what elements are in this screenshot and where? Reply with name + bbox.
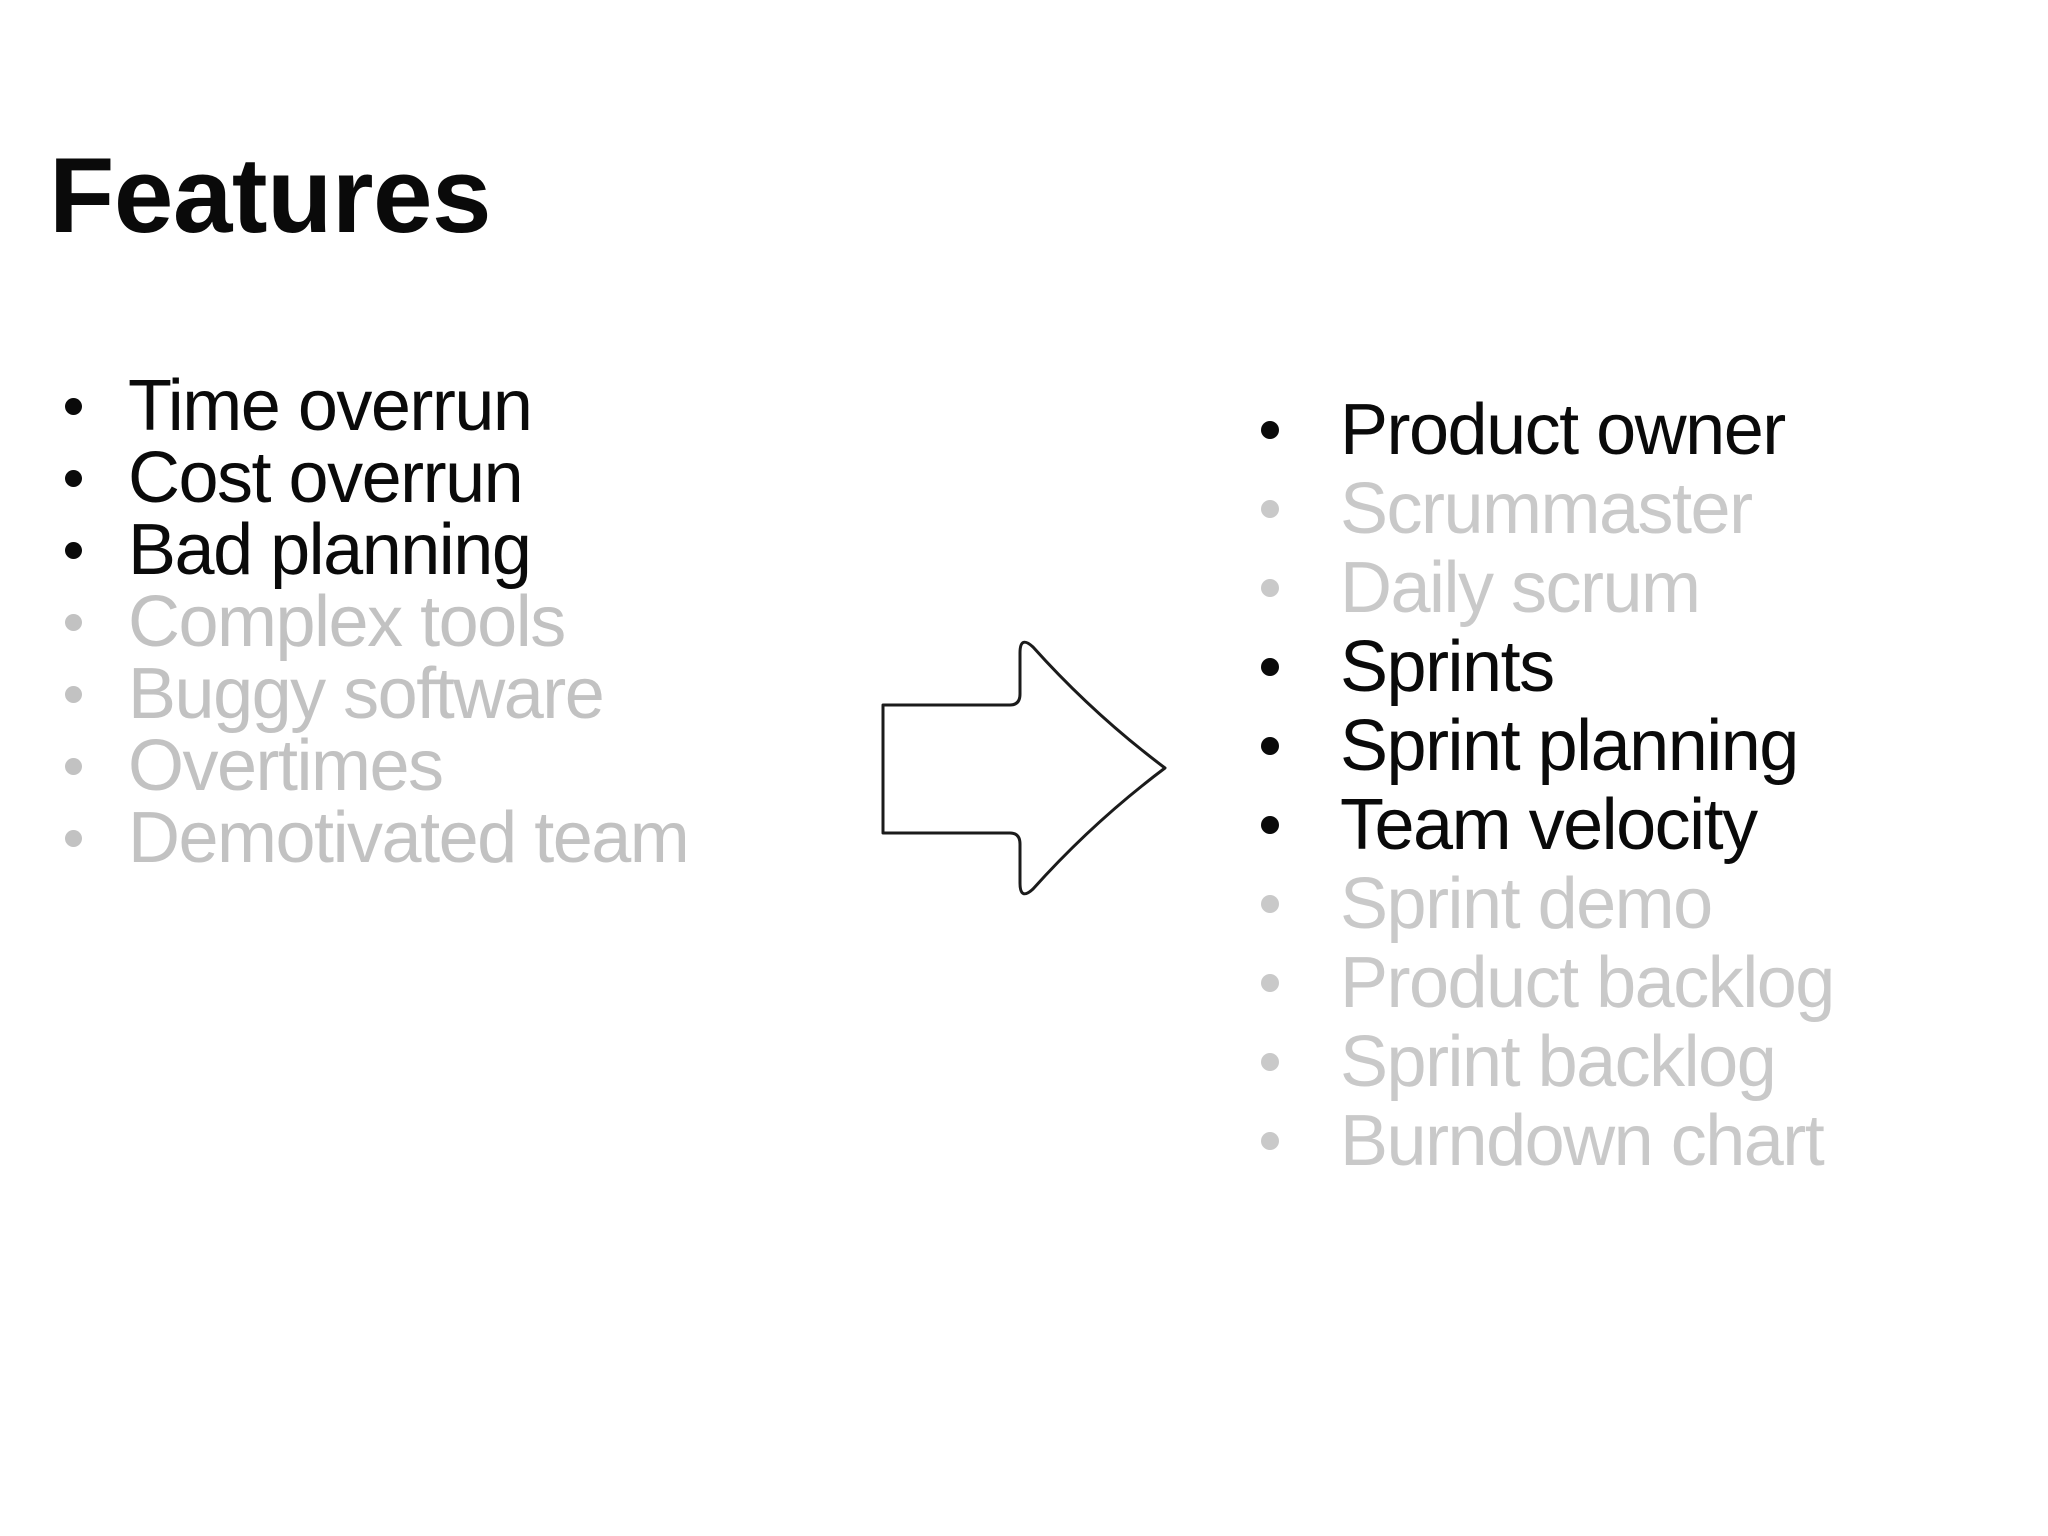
bullet-icon	[1261, 1052, 1279, 1071]
list-item-label: Sprint backlog	[1340, 1021, 1777, 1102]
list-item-label: Scrummaster	[1340, 468, 1753, 549]
list-item-label: Product backlog	[1340, 942, 1835, 1023]
list-item-label: Product owner	[1340, 389, 1786, 470]
bullet-icon	[65, 829, 82, 847]
list-item: Product owner	[0, 390, 2048, 469]
list-item-label: Sprints	[1340, 626, 1555, 707]
list-item: Cost overrun	[0, 442, 2048, 514]
list-item: Demotivated team	[0, 802, 2048, 874]
bullet-icon	[65, 541, 82, 559]
list-item-label: Demotivated team	[128, 798, 690, 878]
bullet-icon	[65, 469, 82, 487]
list-item: Product backlog	[0, 943, 2048, 1022]
list-item: Overtimes	[0, 730, 2048, 802]
list-item: Daily scrum	[0, 548, 2048, 627]
bullet-icon	[1261, 420, 1279, 439]
bullet-icon	[1261, 499, 1279, 518]
list-item: Sprint planning	[0, 706, 2048, 785]
list-item: Team velocity	[0, 785, 2048, 864]
bullet-icon	[1261, 657, 1279, 676]
bullet-icon	[1261, 894, 1279, 913]
bullet-icon	[1261, 1131, 1279, 1150]
list-item-label: Team velocity	[1340, 784, 1758, 865]
bullet-icon	[65, 685, 82, 703]
right-arrow-icon	[881, 640, 1167, 896]
list-item: Buggy software	[0, 658, 2048, 730]
list-item-label: Buggy software	[128, 654, 605, 734]
list-item-label: Bad planning	[128, 510, 532, 590]
bullet-icon	[1261, 973, 1279, 992]
list-item: Burndown chart	[0, 1101, 2048, 1180]
list-item: Time overrun	[0, 370, 2048, 442]
list-item-label: Time overrun	[128, 366, 533, 446]
bullet-icon	[1261, 815, 1279, 834]
list-item: Sprint backlog	[0, 1022, 2048, 1101]
bullet-icon	[65, 613, 82, 631]
list-item-label: Complex tools	[128, 582, 566, 662]
list-item-label: Sprint demo	[1340, 863, 1713, 944]
list-item-label: Cost overrun	[128, 438, 524, 518]
list-item: Sprint demo	[0, 864, 2048, 943]
list-item-label: Daily scrum	[1340, 547, 1701, 628]
bullet-icon	[1261, 578, 1279, 597]
bullet-icon	[1261, 736, 1279, 755]
list-item-label: Sprint planning	[1340, 705, 1799, 786]
page-title: Features	[49, 134, 492, 255]
list-item-label: Burndown chart	[1340, 1100, 1825, 1181]
list-item: Sprints	[0, 627, 2048, 706]
bullet-icon	[65, 757, 82, 775]
bullet-icon	[65, 397, 82, 415]
list-item-label: Overtimes	[128, 726, 444, 806]
list-item: Bad planning	[0, 514, 2048, 586]
list-item: Scrummaster	[0, 469, 2048, 548]
list-item: Complex tools	[0, 586, 2048, 658]
